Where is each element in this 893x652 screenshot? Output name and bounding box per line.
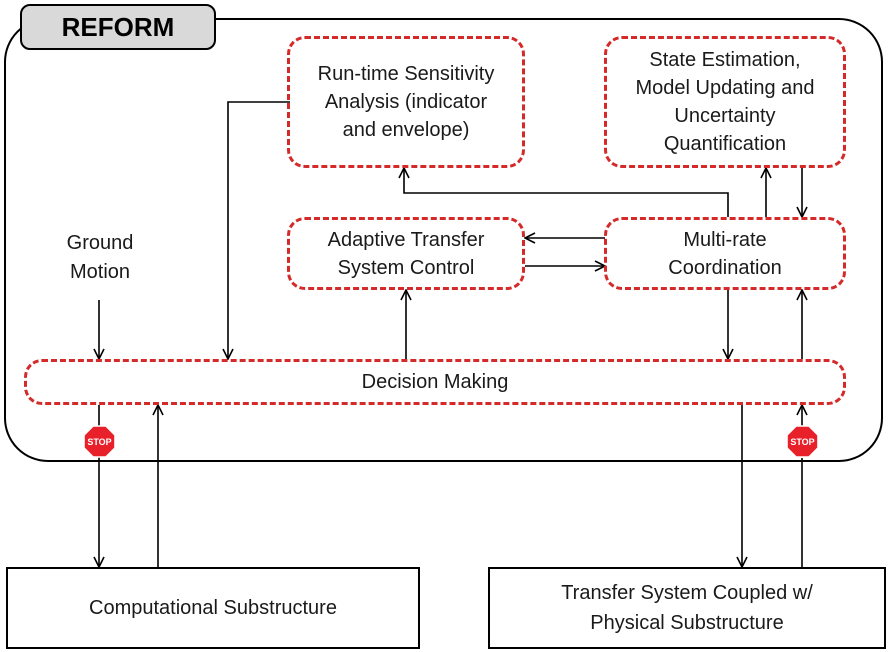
arrow-sensitivity-to-decision (228, 101, 290, 359)
stop-sign-text: STOP (87, 437, 111, 447)
decision-making-module: Decision Making (24, 359, 846, 405)
reform-title-tab: REFORM (20, 4, 216, 50)
ground-motion-label: Ground Motion (66, 232, 134, 283)
stop-sign-octagon (786, 425, 819, 458)
reform-frame (4, 18, 883, 462)
stop-sign-right: STOP (786, 425, 819, 458)
multi-rate-coordination-module: Multi-rate Coordination (604, 217, 846, 290)
stop-sign-text: STOP (790, 437, 814, 447)
sensitivity-analysis-module: Run-time Sensitivity Analysis (indicator… (287, 36, 525, 168)
state-estimation-module: State Estimation, Model Updating and Unc… (604, 36, 846, 168)
computational-substructure-box: Computational Substructure (6, 567, 420, 649)
stop-sign-left: STOP (83, 425, 116, 458)
arrow-multirate-to-sensitivity (404, 168, 729, 217)
adaptive-transfer-control-module: Adaptive Transfer System Control (287, 217, 525, 290)
physical-substructure-box: Transfer System Coupled w/ Physical Subs… (488, 567, 886, 649)
stop-sign-octagon (83, 425, 116, 458)
